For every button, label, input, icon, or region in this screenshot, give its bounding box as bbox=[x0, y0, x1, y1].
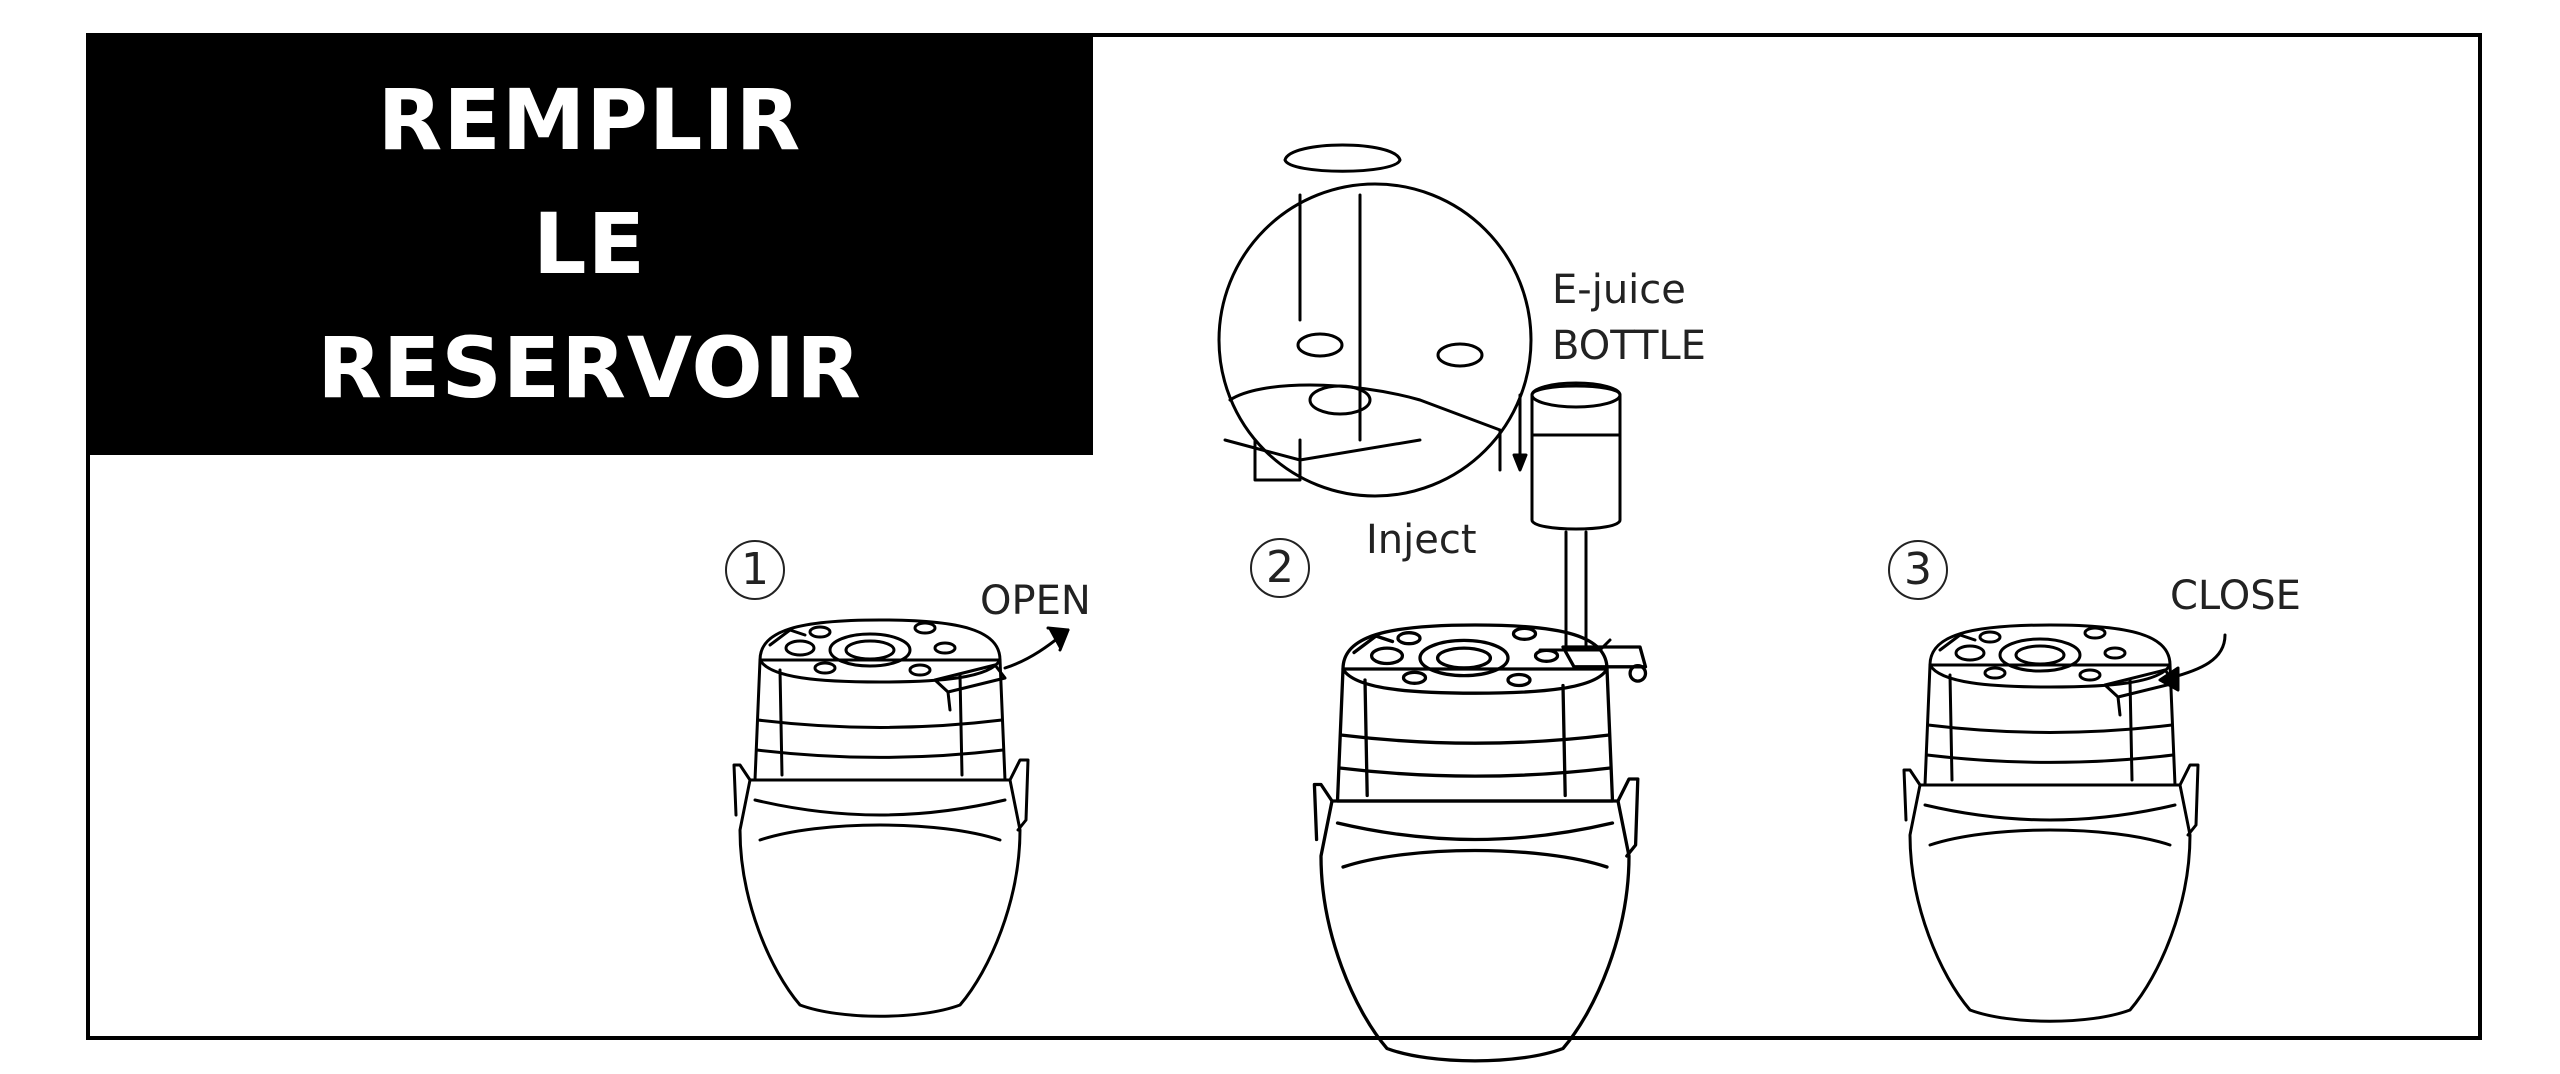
step-1-number: 1 bbox=[725, 540, 785, 600]
bottle-label-line-1: E-juice bbox=[1552, 267, 1686, 313]
step-2-number: 2 bbox=[1250, 538, 1310, 598]
close-arrow-head bbox=[2158, 666, 2180, 692]
title-block: REMPLIR LE RESERVOIR bbox=[86, 33, 1093, 455]
title-line-3: RESERVOIR bbox=[317, 319, 862, 417]
zoom-circle bbox=[1217, 143, 1533, 498]
step-2-action: Inject bbox=[1366, 517, 1477, 563]
pod-step-1 bbox=[732, 618, 1030, 1018]
title-line-1: REMPLIR bbox=[377, 71, 802, 169]
step-3-number: 3 bbox=[1888, 540, 1948, 600]
title-line-2: LE bbox=[533, 195, 646, 293]
pod-step-2 bbox=[1312, 623, 1648, 1063]
down-arrow-head bbox=[1512, 453, 1528, 472]
open-arrow-head bbox=[1046, 626, 1070, 652]
pod-step-3 bbox=[1902, 623, 2200, 1023]
ejuice-bottle bbox=[1530, 381, 1622, 652]
step-3-action: CLOSE bbox=[2170, 573, 2301, 619]
bottle-label-line-2: BOTTLE bbox=[1552, 323, 1706, 369]
step-1-action: OPEN bbox=[980, 578, 1091, 624]
